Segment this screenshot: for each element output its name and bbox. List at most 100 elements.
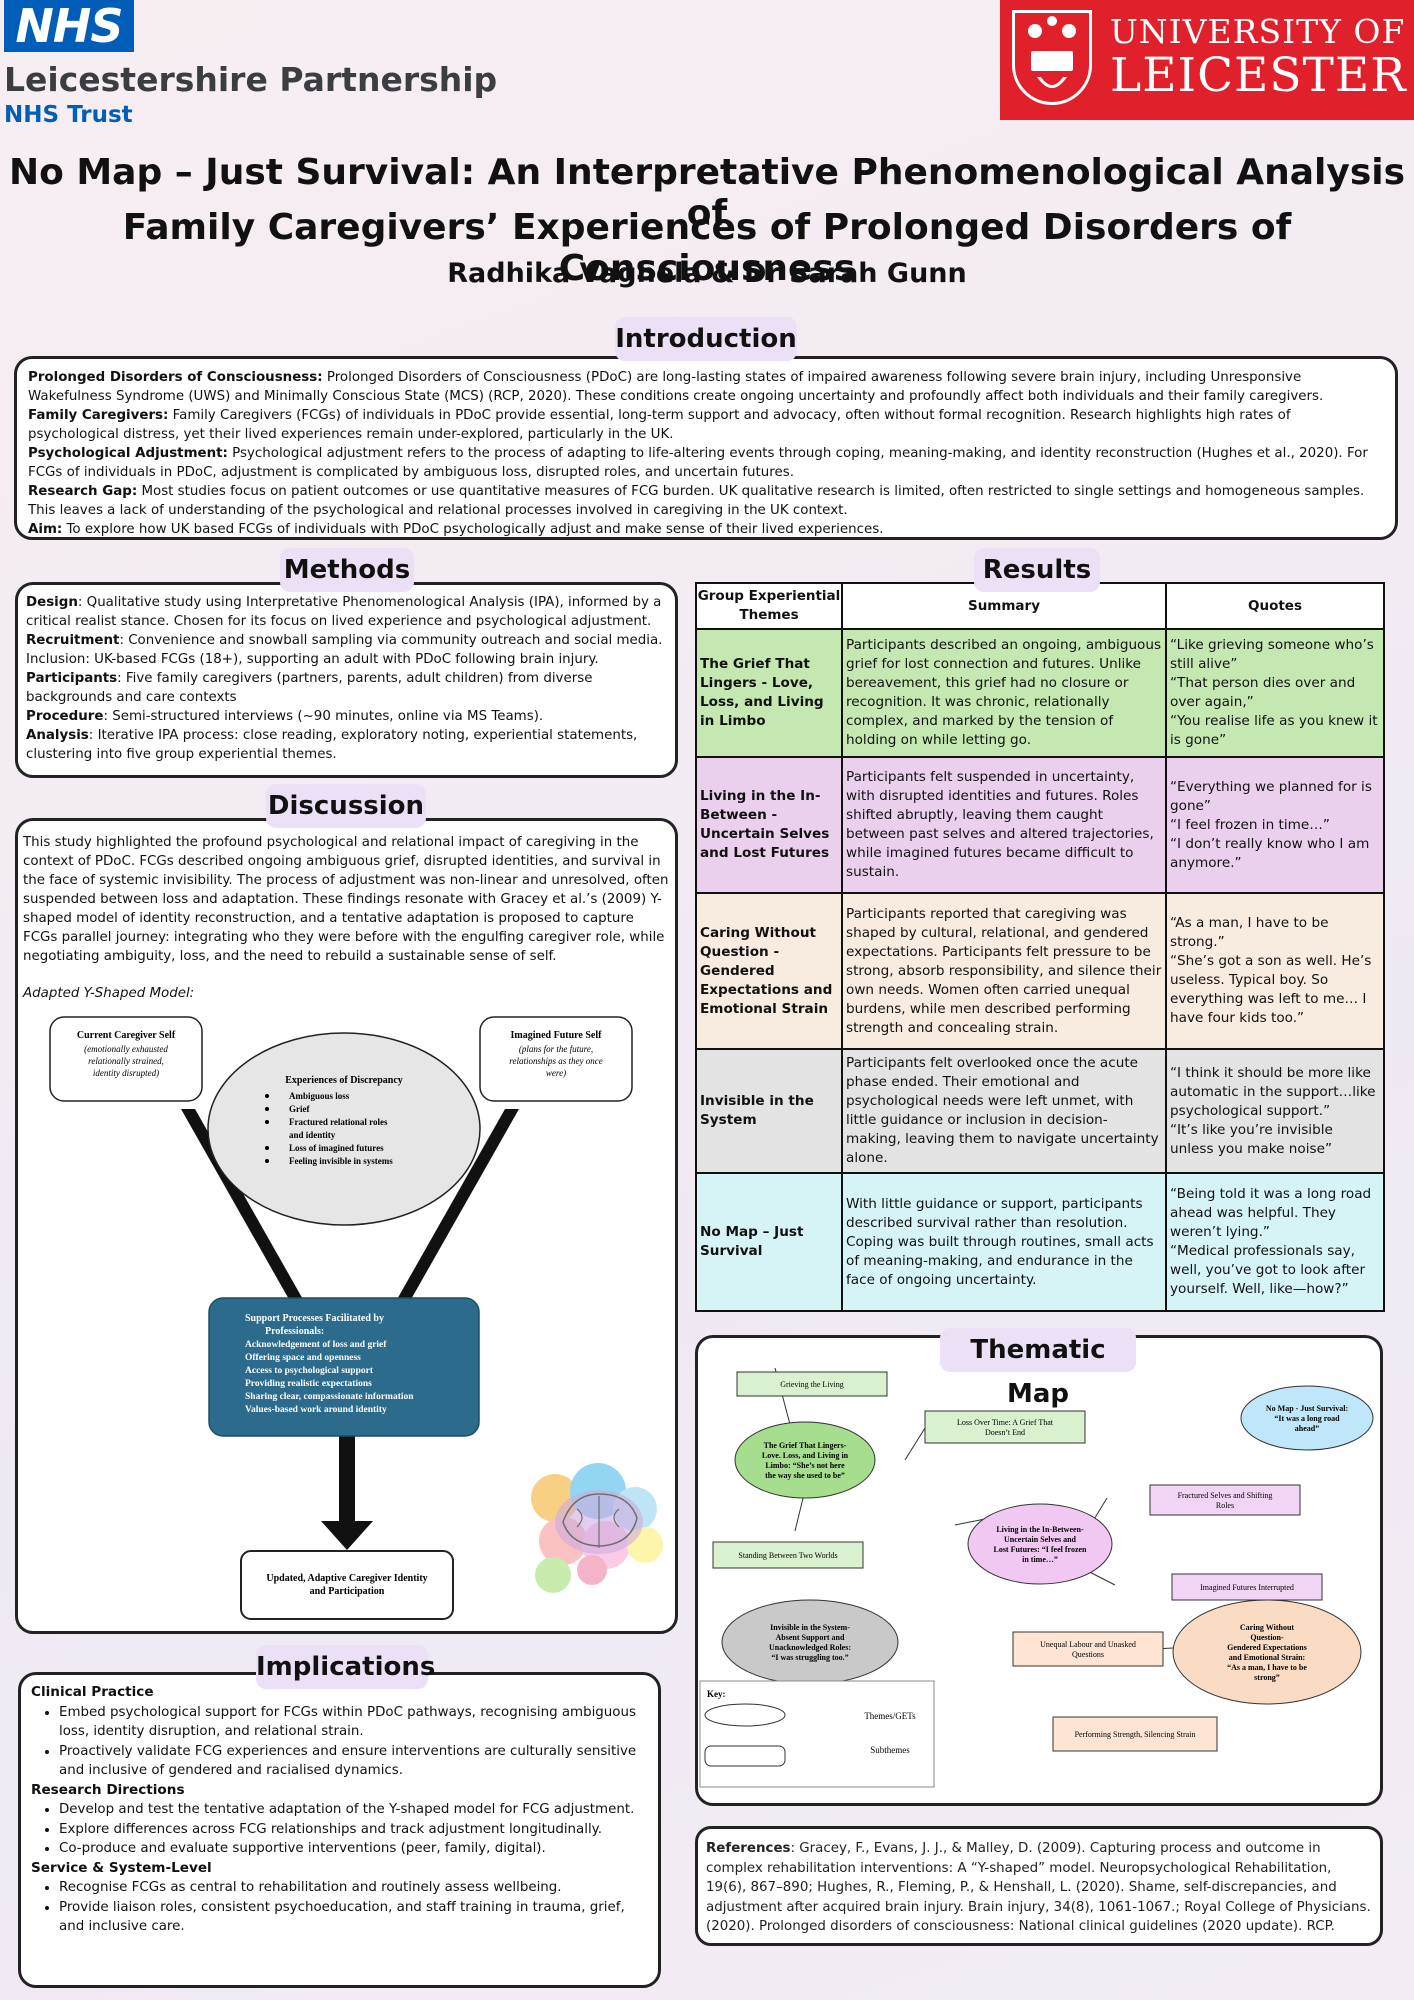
theme-node-label: Invisible in the System- — [770, 1623, 850, 1632]
item-label: Analysis — [26, 728, 89, 743]
quote: “I feel frozen in time…” — [1170, 816, 1330, 833]
y-stem — [339, 1435, 355, 1525]
support-title-line2: Professionals: — [265, 1326, 324, 1337]
current-self-sub3: identity disrupted) — [93, 1068, 159, 1078]
table-row: The Grief That Lingers - Love, Loss, and… — [695, 628, 1385, 758]
subtheme-node — [712, 1541, 864, 1569]
implications-list: Develop and test the tentative adaptatio… — [31, 1800, 648, 1859]
item-text: : Semi-structured interviews (~90 minute… — [103, 709, 544, 724]
item-text: : Five family caregivers (partners, pare… — [26, 671, 593, 705]
introduction-items-item: Family Caregivers: Family Caregivers (FC… — [28, 406, 1384, 444]
subtheme-node-label: Grieving the Living — [780, 1380, 844, 1389]
theme-node-label: and Emotional Strain: — [1229, 1653, 1305, 1662]
support-item: Values-based work around identity — [245, 1405, 387, 1415]
implications-group-title: Research Directions — [31, 1781, 185, 1798]
quotes-cell: “Everything we planned for is gone”“I fe… — [1165, 756, 1385, 894]
item-text: Family Caregivers (FCGs) of individuals … — [28, 408, 1291, 442]
discrepancy-item: Loss of imagined futures — [289, 1143, 384, 1153]
current-self-box — [49, 1016, 203, 1102]
quote: “That person dies over and over again,” — [1170, 675, 1356, 710]
introduction-body: Prolonged Disorders of Consciousness: Pr… — [28, 368, 1384, 539]
subtheme-node — [924, 1410, 1086, 1444]
shield-icon — [1012, 10, 1092, 105]
theme-node — [1172, 1599, 1362, 1705]
results-table: Group Experiential Themes Summary Quotes… — [695, 582, 1385, 1312]
updated-identity-line2: and Participation — [310, 1586, 385, 1597]
map-key-title: Key: — [707, 1689, 726, 1699]
nhs-logo: NHS — [4, 0, 134, 52]
poster-title-line2: Family Caregivers’ Experiences of Prolon… — [122, 207, 1292, 289]
current-self-title: Current Caregiver Self — [77, 1030, 176, 1041]
bullet — [265, 1159, 269, 1163]
summary-cell: Participants described an ongoing, ambig… — [841, 628, 1167, 758]
item-label: Psychological Adjustment: — [28, 446, 228, 461]
trust-name: Leicestershire Partnership — [4, 60, 498, 99]
quote: “As a man, I have to be strong.” — [1170, 915, 1329, 950]
subtheme-node-label: Loss Over Time: A Grief That — [957, 1418, 1054, 1427]
quote: “She’s got a son as well. He’s useless. … — [1170, 953, 1372, 1026]
implications-list-item: Co-produce and evaluate supportive inter… — [59, 1839, 648, 1859]
theme-node-label: the way she used to be” — [765, 1471, 845, 1480]
introduction-items-item: Prolonged Disorders of Consciousness: Pr… — [28, 368, 1384, 406]
theme-node — [721, 1599, 899, 1685]
bullet — [265, 1107, 269, 1111]
future-self-sub3: were) — [546, 1068, 566, 1078]
item-text: Most studies focus on patient outcomes o… — [28, 484, 1365, 518]
trust-subtitle: NHS Trust — [4, 102, 133, 128]
support-item: Acknowledgement of loss and grief — [245, 1340, 387, 1350]
bullet — [265, 1120, 269, 1124]
university-logo: UNIVERSITY OF LEICESTER — [1000, 0, 1414, 120]
bullet — [265, 1146, 269, 1150]
subtheme-node-label: Questions — [1072, 1650, 1104, 1659]
support-item: Access to psychological support — [245, 1366, 374, 1376]
implications-list: Embed psychological support for FCGs wit… — [31, 1703, 648, 1781]
quotes-cell: “I think it should be more like automati… — [1165, 1048, 1385, 1174]
theme-node-label: Unacknowledged Roles: — [769, 1643, 851, 1652]
support-item: Offering space and openness — [245, 1353, 361, 1363]
bullet — [265, 1094, 269, 1098]
subtheme-node-label: Fractured Selves and Shifting — [1178, 1491, 1273, 1500]
implications-list-item: Provide liaison roles, consistent psycho… — [59, 1898, 648, 1937]
item-label: Recruitment — [26, 633, 120, 648]
quote: “Like grieving someone who’s still alive… — [1170, 637, 1374, 672]
implications-group-title: Service & System-Level — [31, 1859, 212, 1876]
summary-cell: Participants felt suspended in uncertain… — [841, 756, 1167, 894]
quote: “I don’t really know who I am anymore.” — [1170, 835, 1370, 871]
theme-node — [1240, 1385, 1374, 1451]
table-row: Living in the In-Between - Uncertain Sel… — [695, 756, 1385, 894]
theme-node-label: in time…” — [1022, 1555, 1058, 1564]
support-item: Providing realistic expectations — [245, 1379, 372, 1389]
item-text: : Iterative IPA process: close reading, … — [26, 728, 638, 762]
current-self-sub1: (emotionally exhausted — [84, 1044, 168, 1054]
quote: “You realise life as you knew it is gone… — [1170, 713, 1378, 748]
references-label: References — [706, 1841, 791, 1856]
column-header-summary: Summary — [841, 582, 1167, 630]
implications-group-title: Clinical Practice — [31, 1684, 154, 1700]
theme-node-label: Uncertain Selves and — [1004, 1535, 1077, 1544]
quotes-cell: “As a man, I have to be strong.”“She’s g… — [1165, 892, 1385, 1050]
theme-node-label: “As a man, I have to be — [1227, 1663, 1307, 1672]
item-text: Psychological adjustment refers to the p… — [28, 446, 1368, 480]
support-list: Acknowledgement of loss and griefOfferin… — [245, 1340, 414, 1415]
methods-box: Design: Qualitative study using Interpre… — [15, 582, 678, 778]
future-self-sub2: relationships as they once — [509, 1056, 602, 1066]
theme-node-label: “It was a long road — [1274, 1414, 1340, 1423]
implications-box: Clinical PracticeEmbed psychological sup… — [18, 1672, 661, 1988]
theme-node-label: “I was struggling too.” — [771, 1653, 848, 1662]
theme-node — [734, 1421, 876, 1499]
discussion-body: This study highlighted the profound psyc… — [23, 835, 669, 964]
theme-node-label: Lost Futures: “I feel frozen — [993, 1545, 1087, 1554]
theme-cell: Caring Without Question - Gendered Expec… — [695, 892, 843, 1050]
methods-body: Design: Qualitative study using Interpre… — [26, 593, 667, 764]
theme-cell: No Map – Just Survival — [695, 1172, 843, 1312]
implications-list-item: Explore differences across FCG relations… — [59, 1820, 648, 1840]
key-themes-label: Themes/GETs — [864, 1711, 916, 1721]
column-header-quotes: Quotes — [1165, 582, 1385, 630]
future-self-box — [479, 1016, 633, 1102]
key-subtheme-rect — [704, 1745, 786, 1767]
subtheme-node — [1171, 1573, 1323, 1601]
implications-heading: Implications — [256, 1645, 435, 1689]
theme-node-label: Gendered Expectations — [1227, 1643, 1307, 1652]
discussion-heading: Discussion — [266, 784, 426, 828]
